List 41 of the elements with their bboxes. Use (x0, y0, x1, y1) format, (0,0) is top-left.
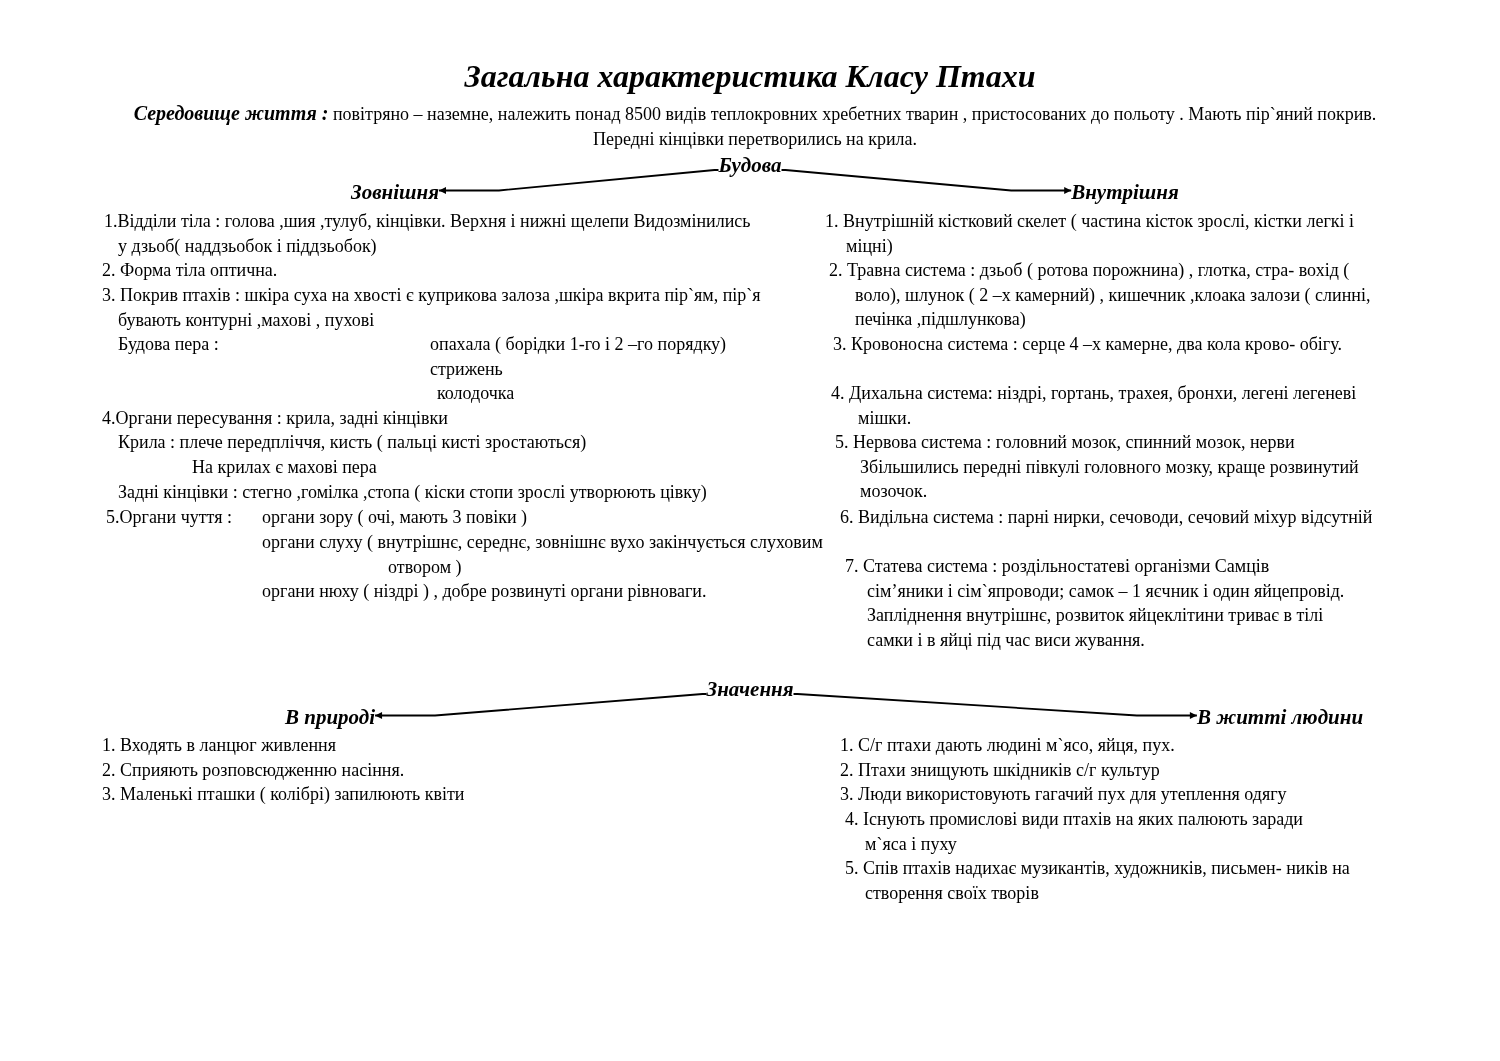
title: Загальна характеристика Класу Птахи (463, 58, 1037, 95)
text-line: 5.Органи чуття : (106, 506, 232, 529)
text-line: 3. Люди використовують гагачий пух для утеплення одягу (840, 783, 1287, 806)
text-line: 3. Кровоносна система : серце 4 –х камерне, два кола крово- обігу. (833, 333, 1343, 356)
text-line: 2. Травна система : дзьоб ( ротова порожнина) , глотка, стра- вохід ( воло), шлунок ( 2 –х камерний) , кишечник ,клоака залози ( слинні, печінка ,підшлункова) (829, 259, 1372, 331)
section-heading: Будова (718, 153, 782, 178)
arrow (792, 693, 1198, 719)
text-line: 4. Існують промислові види птахів на яких палюють заради м`яса і пуху (845, 808, 1304, 856)
text-line: 2. Форма тіла оптична. (102, 259, 278, 282)
text-line: Будова пера : (118, 333, 219, 356)
text-line: 1. Входять в ланцюг живлення (102, 734, 336, 757)
text-line: 3. Маленькі пташки ( колібрі) запилюють квіти (102, 783, 465, 806)
text-line: органи зору ( очі, мають 3 повіки ) (262, 506, 528, 529)
text-line: 5. Нервова система : головний мозок, спинний мозок, нерви Збільшились передні півкулі головного мозку, краще розвинутий мозочок. (835, 431, 1360, 503)
text-line: опахала ( борідки 1-го і 2 –го порядку) (430, 333, 727, 356)
section-heading: В житті людини (1196, 705, 1364, 730)
text-line: колодочка (437, 382, 515, 405)
text-line: 7. Статева система : роздільностатеві організми Самців сім’яники і сім`япроводи; самок – 1 яєчник і один яйцепровід. Запліднення внутрішнє, розвиток яйцеклітини триває в тілі самки і в яйці під час виси жування. (845, 555, 1346, 652)
text-line: Крила : плече передпліччя, кисть ( пальці кисті зростаються) (118, 431, 587, 454)
text-line: 1. Внутрішній кістковий скелет ( частина кісток зрослі, кістки легкі і міцні) (825, 210, 1356, 258)
text-line: органи слуху ( внутрішнє, середнє, зовнішнє вухо закінчується слуховим отвором ) (262, 531, 824, 579)
text-line: Задні кінцівки : стегно ,гомілка ,стопа ( кіски стопи зрослі утворюють цівку) (118, 481, 707, 504)
arrow (780, 169, 1073, 194)
text-line: 1. С/г птахи дають людині м`ясо, яйця, пух. (840, 734, 1175, 757)
arrow (438, 169, 720, 194)
text-line: 2. Сприяють розповсюдженню насіння. (102, 759, 405, 782)
intro-paragraph: Середовище життя : повітряно – наземне, належить понад 8500 видів теплокровних хребетних тварин , пристосованих до польоту . Мають пір`яний покрив. Передні кінцівки перетворились на крила. (132, 101, 1378, 151)
text-line: органи нюху ( ніздрі ) , добре розвинуті органи рівноваги. (262, 580, 707, 603)
text-line: 6. Видільна система : парні нирки, сечоводи, сечовий міхур відсутній (840, 506, 1374, 529)
text-line: стрижень (430, 358, 503, 381)
section-heading: Значення (706, 677, 794, 702)
text-line: 2. Птахи знищують шкідників с/г культур (840, 759, 1160, 782)
text-line: 4.Органи пересування : крила, задні кінцівки (102, 407, 448, 430)
arrow (374, 693, 708, 719)
text-line: 4. Дихальна система: ніздрі, гортань, трахея, бронхи, легені легеневі мішки. (831, 382, 1358, 430)
text-line: 5. Спів птахів надихає музикантів, художників, письмен- ників на створення своїх творів (845, 857, 1351, 905)
section-heading: В природі (284, 705, 376, 730)
section-heading: Зовнішня (351, 180, 439, 205)
text-line: На крилах є махові пера (192, 456, 377, 479)
text-line: 1.Відділи тіла : голова ,шия ,тулуб, кінцівки. Верхня і нижні щелепи Видозмінились у дзьоб( наддзьобок і піддзьобок) (104, 210, 752, 258)
section-heading: Внутрішня (1071, 180, 1179, 205)
